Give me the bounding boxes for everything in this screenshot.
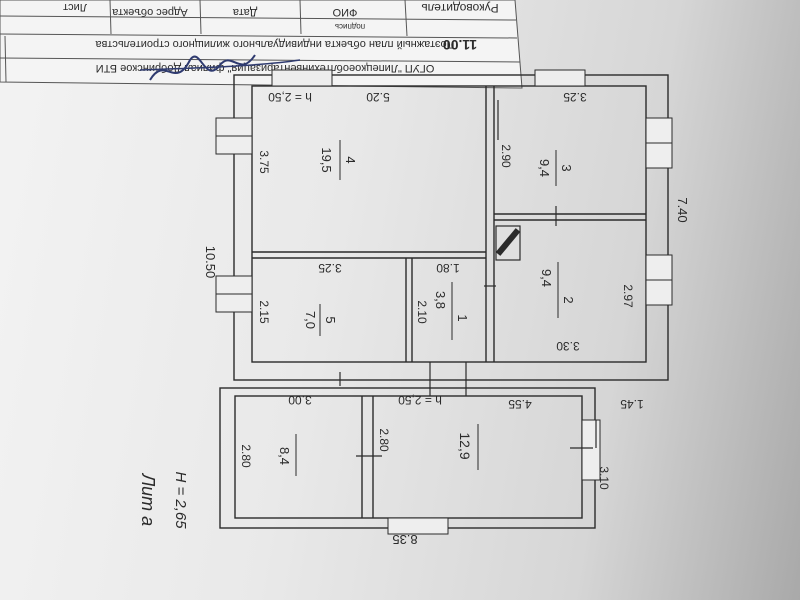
room-ext-large: 4.55 h = 2,50 2.80 3.10 12,9 <box>377 393 611 490</box>
room-2-dim-length: 3.30 <box>556 339 580 353</box>
dim-ext-depth: 1.45 <box>620 397 644 411</box>
room-4: 5.20 h = 2,50 3.75 4 19,5 <box>257 90 390 180</box>
room-ext-large-height: h = 2,50 <box>398 393 442 407</box>
lit-note: Лит а <box>138 473 158 526</box>
room-ext-small-area: 8,4 <box>277 447 292 465</box>
room-ext-large-dim-width: 2.80 <box>377 428 391 452</box>
room-5: 3.25 2.15 5 7,0 <box>257 261 342 336</box>
label-date: Дата <box>232 6 257 18</box>
stove-icon <box>495 225 521 261</box>
room-3-number: 3 <box>559 164 574 171</box>
label-manager: Руководитель <box>421 1 498 15</box>
room-2-number: 2 <box>561 296 576 303</box>
signature-scribble <box>149 54 256 81</box>
room-3-dim-length: 3.25 <box>563 90 587 104</box>
room-5-dim-length: 3.25 <box>318 261 342 275</box>
dim-main-width: 10.50 <box>203 246 218 279</box>
room-ext-large-area: 12,9 <box>457 432 473 459</box>
room-ext-small: 3.00 2.80 8,4 <box>239 393 312 476</box>
room-3-dim-width: 2.90 <box>499 144 513 168</box>
room-5-number: 5 <box>323 316 338 323</box>
room-ext-large-dim-length: 4.55 <box>508 397 532 411</box>
room-4-area: 19,5 <box>319 147 334 172</box>
dim-ext-width: 8.35 <box>392 532 417 547</box>
room-4-height: h = 2,50 <box>268 90 312 104</box>
lit-label: Лит а <box>138 473 158 526</box>
title-line: Поэтажный план объекта индивидуального ж… <box>95 38 455 50</box>
room-5-dim-width: 2.15 <box>257 300 271 324</box>
room-ext-small-dim-length: 3.00 <box>288 393 312 407</box>
windows <box>215 69 673 535</box>
room-3: 3.25 2.90 3 9,4 <box>499 90 587 186</box>
room-4-number: 4 <box>343 156 358 163</box>
room-ext-large-dim-side: 3.10 <box>597 466 611 490</box>
room-2-dim-width: 2.97 <box>621 284 635 308</box>
room-3-area: 9,4 <box>537 159 552 177</box>
door-openings <box>339 100 597 457</box>
title-block: Руководитель ФИО Дата Адрес объекта Лист… <box>0 0 523 89</box>
date-value: 11.00 <box>443 37 477 53</box>
label-sheet: Лист <box>63 1 87 13</box>
room-1: 1.80 2.10 1 3,8 <box>415 261 470 340</box>
height-note: Н = 2,65 <box>172 471 189 529</box>
room-1-area: 3,8 <box>433 291 448 309</box>
label-name: ФИО <box>332 6 357 18</box>
label-signature: подпись <box>335 22 365 31</box>
dim-main-depth: 7.40 <box>675 197 690 222</box>
room-1-dim-width: 2.10 <box>415 300 429 324</box>
label-object-address: Адрес объекта <box>111 6 187 18</box>
room-1-dim-length: 1.80 <box>436 261 460 275</box>
room-2-area: 9,4 <box>539 269 554 287</box>
room-1-number: 1 <box>455 314 470 321</box>
room-2: 3.30 2.97 2 9,4 <box>539 262 635 353</box>
room-5-area: 7,0 <box>303 311 318 329</box>
room-4-dim-length: 5.20 <box>366 90 390 104</box>
room-4-dim-width: 3.75 <box>257 150 271 174</box>
room-ext-small-dim-width: 2.80 <box>239 444 253 468</box>
